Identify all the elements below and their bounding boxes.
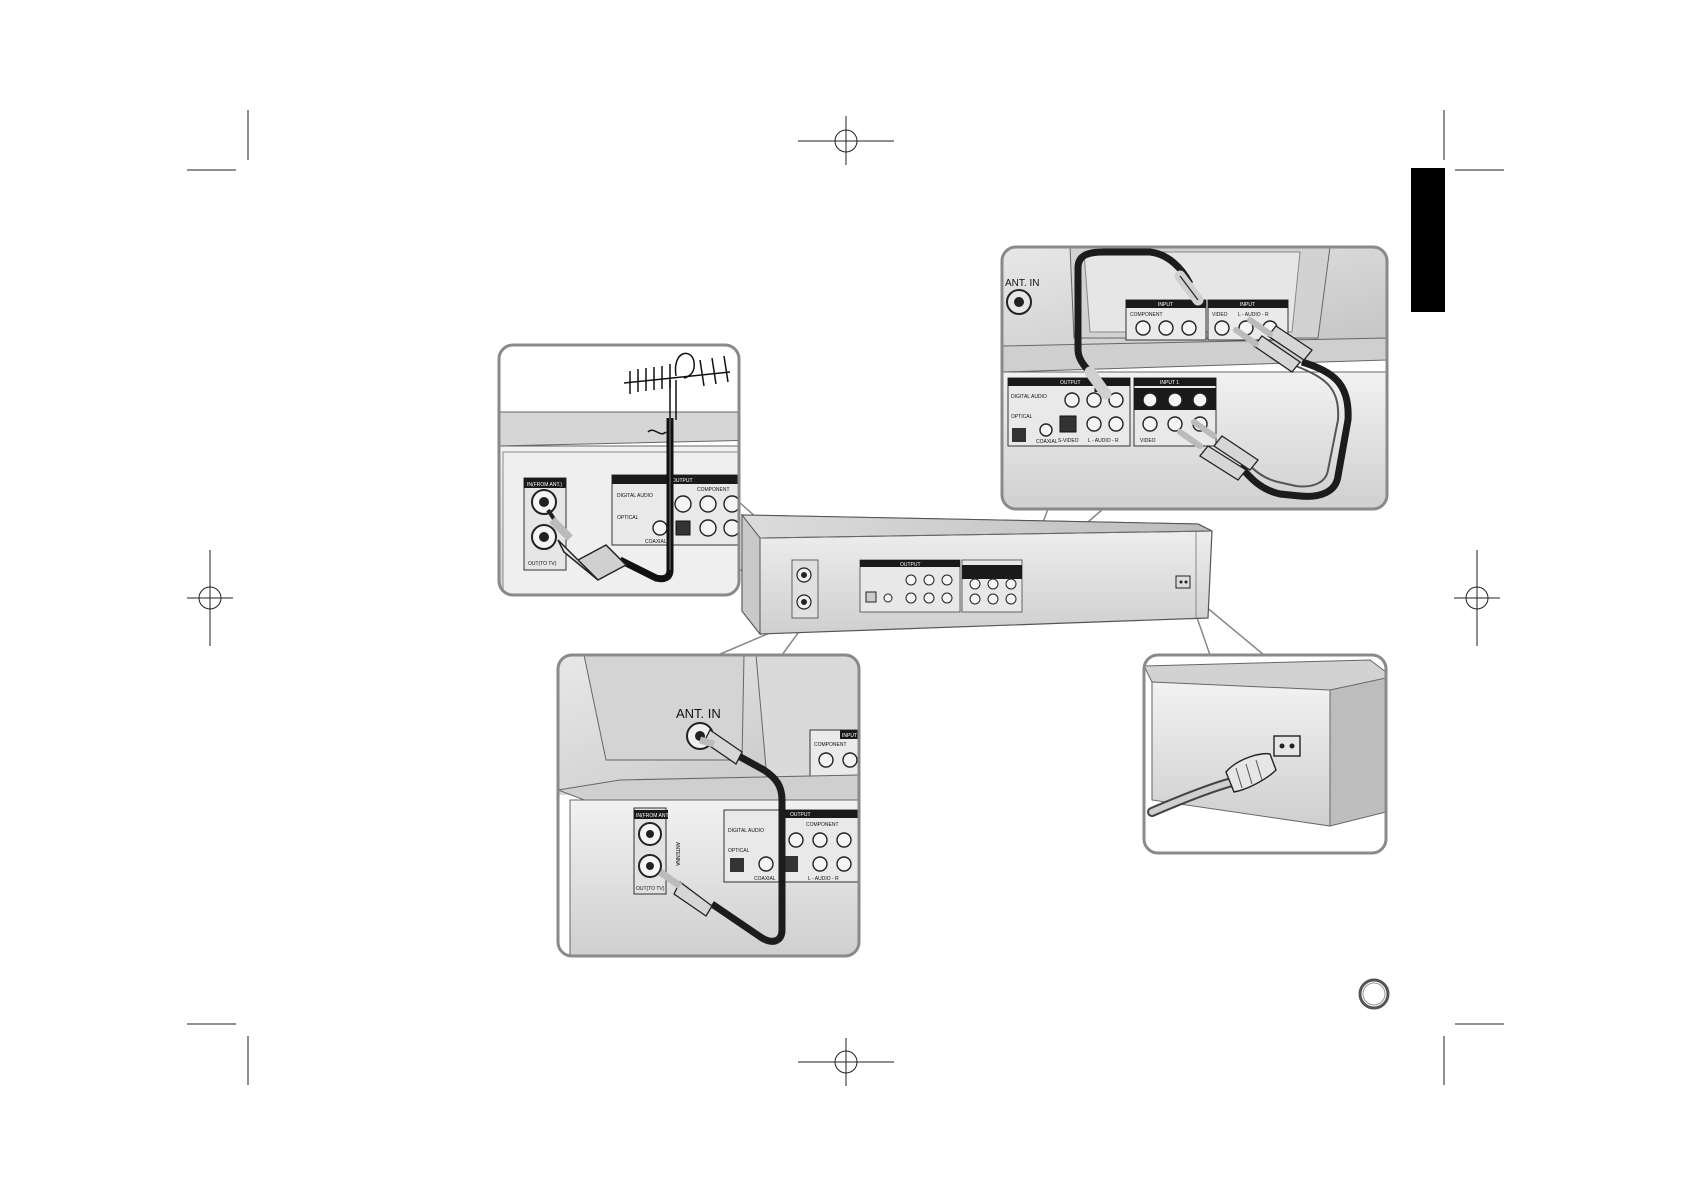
tv-input-label-b: INPUT — [1240, 302, 1255, 308]
rf-in-from-ant-label: IN(FROM ANT.) — [636, 813, 671, 819]
antenna-icon — [623, 352, 731, 420]
crop-marks — [187, 110, 1504, 1085]
av-connection-callout: ANT. IN INPUT COMPONENT INPUT VIDEO L - … — [1000, 245, 1389, 511]
power-connection-callout — [1142, 653, 1388, 855]
av-coaxial-label: COAXIAL — [1036, 439, 1058, 445]
tv-video-label: VIDEO — [1212, 312, 1228, 318]
language-tab — [1411, 168, 1445, 312]
av-s-video-label: S-VIDEO — [1058, 438, 1079, 444]
tv-component-label-av: COMPONENT — [1130, 312, 1163, 318]
tv-ant-in-label-av: ANT. IN — [1005, 278, 1039, 289]
rf-audio-label: L - AUDIO - R — [808, 876, 839, 882]
tv-component-label-rf: COMPONENT — [814, 742, 847, 748]
antenna-callout-digital-audio-label: DIGITAL AUDIO — [617, 493, 653, 499]
av-video-label: VIDEO — [1140, 438, 1156, 444]
av-audio-out-label: L - AUDIO - R — [1088, 438, 1119, 444]
antenna-callout-output-label: OUTPUT — [672, 478, 693, 484]
rf-output-label: OUTPUT — [790, 812, 811, 818]
rf-tv-connection-callout: ANT. IN INPUT COMPONENT IN(FROM ANT.) AN… — [556, 653, 861, 958]
rf-optical-label: OPTICAL — [728, 848, 750, 854]
rf-component-label: COMPONENT — [806, 822, 839, 828]
tv-audio-label: L - AUDIO - R — [1238, 312, 1269, 318]
registration-crosshair-icon — [798, 1038, 894, 1086]
rf-out-to-tv-label: OUT(TO TV) — [636, 886, 665, 892]
av-optical-label: OPTICAL — [1011, 414, 1033, 420]
power-plug-icon — [1147, 735, 1301, 817]
recorder-unit: OUTPUT — [740, 513, 1213, 636]
antenna-callout-optical-label: OPTICAL — [617, 515, 639, 521]
rf-coaxial-label: COAXIAL — [754, 876, 776, 882]
antenna-callout-coaxial-label: COAXIAL — [645, 539, 667, 545]
rf-digital-audio-label: DIGITAL AUDIO — [728, 828, 764, 834]
registration-crosshair-icon — [798, 116, 894, 165]
page-number-circle-icon — [1358, 978, 1390, 1010]
tv-ant-in-label: ANT. IN — [676, 706, 721, 721]
registration-crosshair-icon — [187, 550, 233, 646]
av-digital-audio-label: DIGITAL AUDIO — [1011, 394, 1047, 400]
in-from-ant-label: IN(FROM ANT.) — [527, 482, 562, 488]
av-input1-label: INPUT 1 — [1160, 380, 1179, 386]
antenna-connection-callout: IN(FROM ANT.) OUT(TO TV) OUTPUT DIGITAL … — [497, 343, 741, 597]
recorder-output-label: OUTPUT — [900, 562, 921, 568]
tv-input-label-rf: INPUT — [842, 733, 857, 739]
av-output-label: OUTPUT — [1060, 380, 1081, 386]
registration-crosshair-icon — [1454, 550, 1500, 646]
antenna-callout-component-label: COMPONENT — [697, 487, 730, 493]
rf-antenna-label: ANTENNA — [674, 842, 680, 867]
tv-input-label-a: INPUT — [1158, 302, 1173, 308]
out-to-tv-label: OUT(TO TV) — [528, 561, 557, 567]
